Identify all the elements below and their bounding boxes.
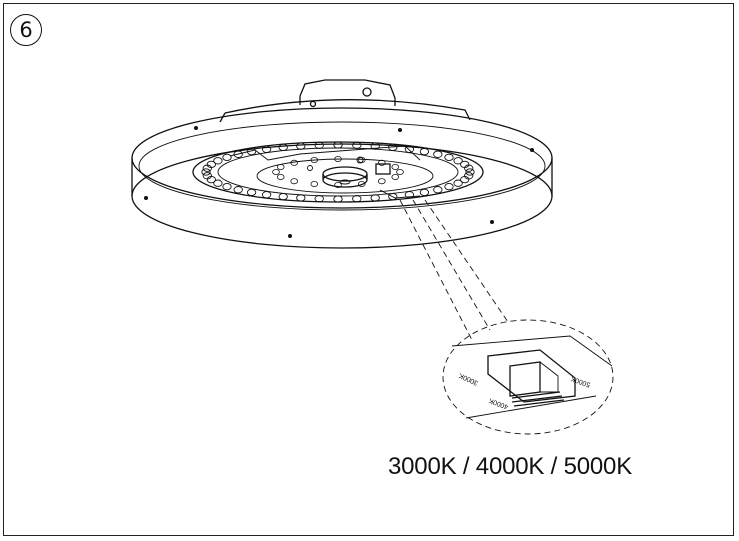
led-chip <box>433 150 443 158</box>
led-chip <box>310 156 319 163</box>
led-chip <box>278 143 288 152</box>
led-chip <box>333 141 343 149</box>
switch-label-5000k: 5000K <box>570 374 592 388</box>
led-chip <box>296 194 306 202</box>
led-chip <box>333 195 343 203</box>
led-chip <box>453 157 463 165</box>
led-chip <box>206 160 216 169</box>
led-chip <box>352 141 362 149</box>
led-chip <box>233 150 243 158</box>
fixture-outer-ring <box>131 107 553 249</box>
led-chip <box>213 179 223 187</box>
led-chip <box>213 157 223 165</box>
mounting-bracket <box>299 79 396 108</box>
led-chip <box>464 164 474 172</box>
led-chip <box>314 195 324 203</box>
led-chip <box>233 186 243 194</box>
led-chip <box>444 153 454 162</box>
led-chip <box>388 143 398 152</box>
led-chip <box>404 191 415 199</box>
step-number-badge: 6 <box>10 14 42 46</box>
led-chip <box>314 141 324 149</box>
led-chip <box>396 168 404 175</box>
led-chip <box>272 168 280 175</box>
led-chip <box>261 191 272 199</box>
led-chip <box>202 172 212 180</box>
led-chip <box>419 147 430 156</box>
led-chip <box>261 145 272 153</box>
switch-label-4000k: 4000K <box>488 396 510 410</box>
led-chip <box>296 142 306 150</box>
led-chip <box>453 179 463 187</box>
led-chip <box>276 163 285 170</box>
led-chip <box>377 178 386 185</box>
led-chip <box>388 192 398 201</box>
fixture-dome <box>224 99 471 121</box>
led-chip <box>370 194 380 202</box>
led-chip <box>290 159 299 166</box>
led-chip <box>357 180 366 187</box>
led-chip <box>444 182 454 191</box>
switch-detail-callout: 3000K 4000K 5000K <box>442 319 614 435</box>
color-temperature-caption: 3000K / 4000K / 5000K <box>388 453 633 480</box>
led-chip <box>246 147 257 156</box>
led-chip <box>370 142 380 150</box>
led-chips <box>201 141 475 203</box>
led-chip <box>404 145 415 153</box>
switch-label-3000k: 3000K <box>458 371 480 386</box>
led-chip <box>246 188 257 197</box>
led-chip <box>460 175 470 184</box>
led-chip <box>391 173 400 180</box>
diagram-frame <box>3 3 734 536</box>
led-chip <box>334 155 342 162</box>
led-chip <box>310 180 319 187</box>
detail-leader-lines <box>399 199 509 341</box>
led-chip <box>419 188 430 197</box>
led-chip <box>290 178 299 185</box>
led-chip <box>334 181 342 188</box>
led-board <box>192 141 484 203</box>
led-chip <box>201 168 211 176</box>
led-chip <box>222 153 232 162</box>
led-chip <box>465 168 475 176</box>
led-chip <box>278 192 288 201</box>
led-chip <box>222 182 232 191</box>
led-chip <box>377 159 386 166</box>
led-chip <box>433 186 443 194</box>
led-chip <box>352 195 362 203</box>
led-chip <box>391 163 400 170</box>
led-chip <box>357 156 366 163</box>
led-chip <box>276 173 285 180</box>
